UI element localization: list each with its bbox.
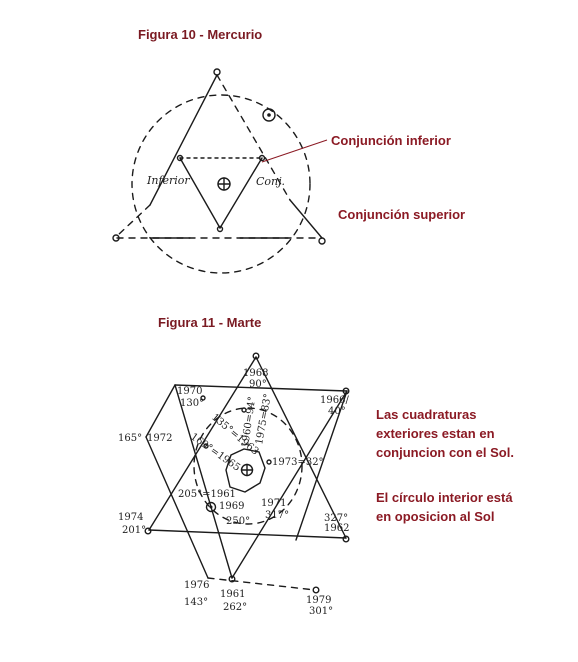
label-201: 201°: [122, 525, 146, 536]
figure-10-mercury: Figura 10 - Mercurio: [112, 27, 465, 274]
mars-handwritten-labels: 1968 90° 1970 130° 1966/ 40° 165° 1972 1…: [118, 368, 349, 617]
figure-11-title: Figura 11 - Marte: [158, 315, 261, 330]
outer-triangle: [116, 74, 323, 239]
label-1970: 1970: [177, 386, 202, 397]
annotation-line-2: exteriores estan en: [376, 426, 495, 441]
outer-star-lines: [145, 356, 348, 591]
label-1961: 1961: [220, 589, 245, 600]
label-40: 40°: [328, 406, 346, 417]
label-90: 90°: [249, 379, 267, 390]
mars-annotation: Las cuadraturas exteriores estan en conj…: [376, 407, 514, 524]
label-130: 130°: [180, 398, 204, 409]
label-1972: 1972: [147, 433, 172, 444]
label-165: 165°: [118, 433, 142, 444]
figure-11-mars: Figura 11 - Marte: [118, 315, 514, 617]
pointer-line: [261, 139, 328, 163]
sun-icon-mars: [240, 463, 254, 477]
label-143: 143°: [184, 597, 208, 608]
mercury-planet-markers: [112, 68, 326, 245]
annotation-inferior-conjunction: Conjunción inferior: [331, 133, 451, 148]
mars-inner-orbit: [193, 407, 303, 525]
central-octagon: [225, 448, 266, 493]
label-262: 262°: [223, 602, 247, 613]
label-1969: 1969: [219, 501, 244, 512]
label-1979: 1979: [306, 595, 331, 606]
label-301: 301°: [309, 606, 333, 617]
figure-10-title: Figura 10 - Mercurio: [138, 27, 262, 42]
sun-icon: [217, 177, 231, 191]
sun-dot-icon: [262, 108, 276, 122]
label-1976: 1976: [184, 580, 209, 591]
label-250: 250°: [226, 516, 250, 527]
label-conj: Conj.: [256, 175, 285, 188]
mercury-orbit-circle: [131, 94, 311, 274]
sun-dot-icon-mars: [205, 501, 217, 513]
label-1962: 1962: [324, 523, 349, 534]
label-317: 317°: [265, 510, 289, 521]
annotation-line-5: en oposicion al Sol: [376, 509, 494, 524]
label-1968: 1968: [243, 368, 268, 379]
label-327: 327°: [324, 513, 348, 524]
label-inferior: Inferior: [146, 174, 190, 187]
label-1971: 1971: [261, 498, 286, 509]
label-205: 205°=1961: [178, 489, 236, 500]
label-1974: 1974: [118, 512, 143, 523]
annotation-line-4: El círculo interior está: [376, 490, 513, 505]
annotation-line-3: conjuncion con el Sol.: [376, 445, 514, 460]
annotation-line-1: Las cuadraturas: [376, 407, 476, 422]
inner-triangle: [179, 157, 263, 229]
label-1966: 1966/: [320, 395, 349, 406]
label-1973: 1973=32°: [272, 457, 324, 468]
annotation-superior-conjunction: Conjunción superior: [338, 207, 465, 222]
mars-planet-markers: [144, 352, 350, 594]
